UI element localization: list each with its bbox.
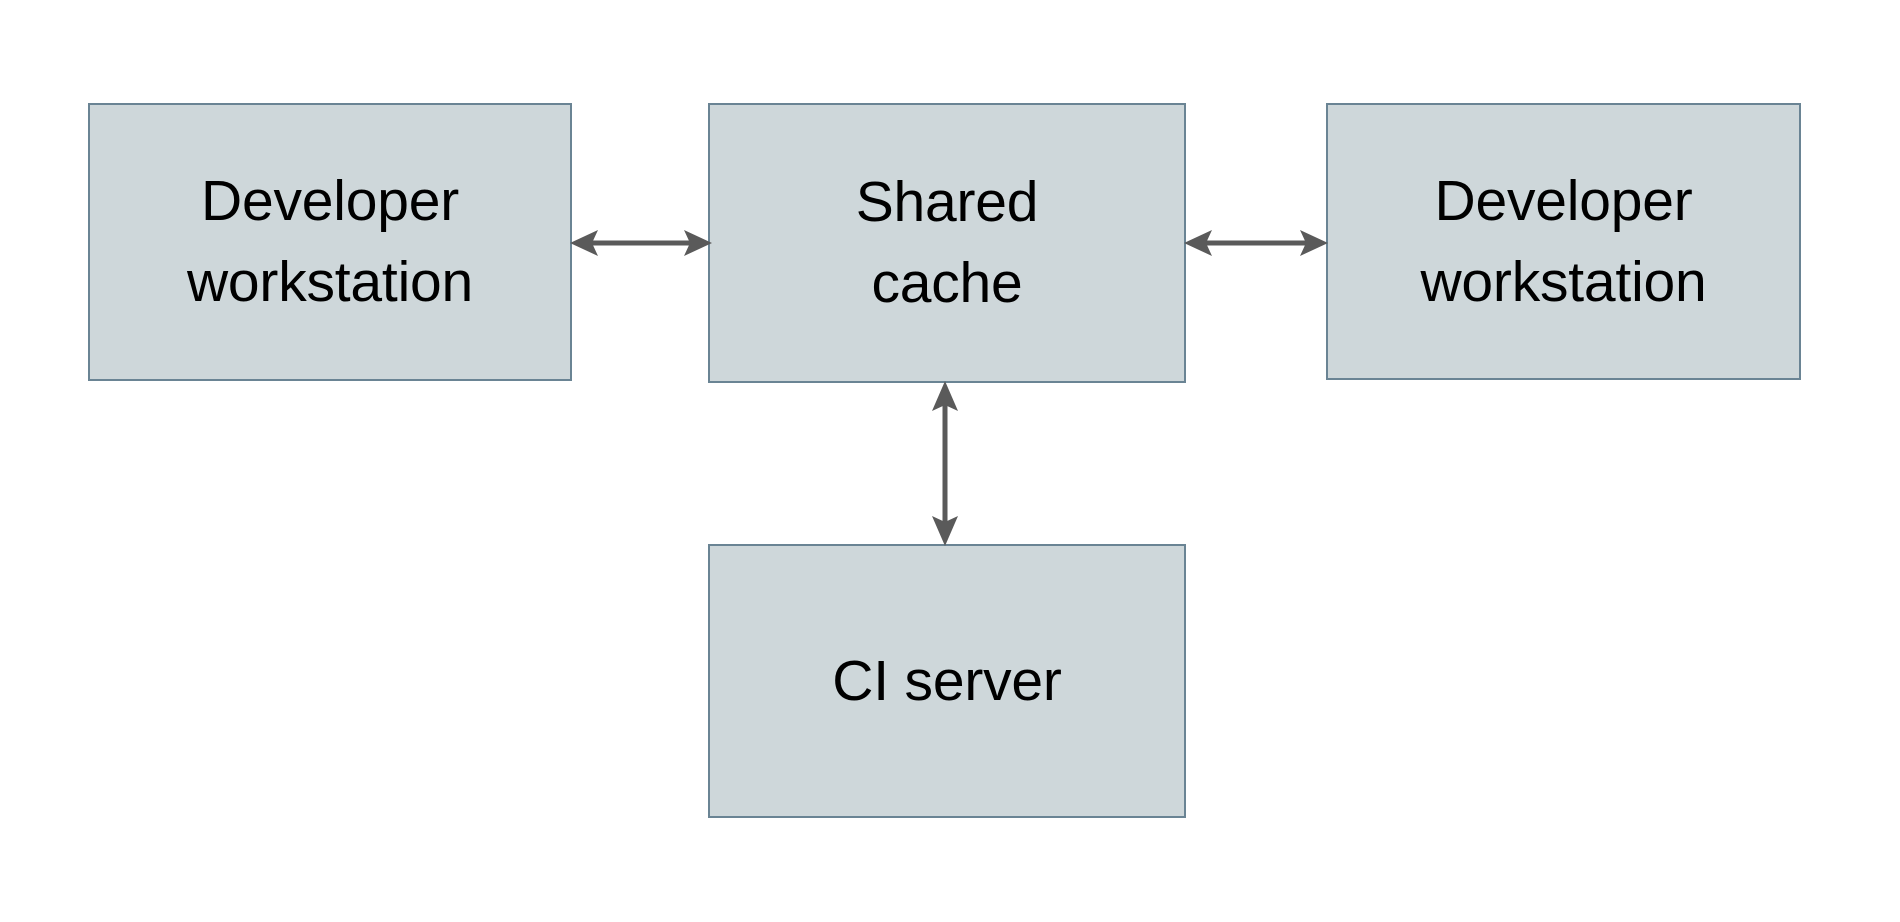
connector-shared-cache-to-dev-right[interactable] xyxy=(1182,213,1330,273)
connector-shared-cache-to-ci-server[interactable] xyxy=(915,379,975,548)
double-arrow-icon xyxy=(932,381,958,546)
node-label: CI server xyxy=(832,648,1062,713)
double-arrow-icon xyxy=(1184,230,1328,256)
connector-dev-left-to-shared-cache[interactable] xyxy=(568,213,714,273)
node-label: Developer workstation xyxy=(1420,168,1707,314)
double-arrow-icon xyxy=(570,230,712,256)
node-label: Developer workstation xyxy=(186,169,474,314)
node-ci-server[interactable]: CI server xyxy=(708,544,1186,818)
node-developer-workstation-left[interactable]: Developer workstation xyxy=(88,103,572,381)
node-developer-workstation-right[interactable]: Developer workstation xyxy=(1326,103,1801,380)
node-shared-cache[interactable]: Shared cache xyxy=(708,103,1186,383)
node-label: Shared cache xyxy=(855,170,1039,315)
